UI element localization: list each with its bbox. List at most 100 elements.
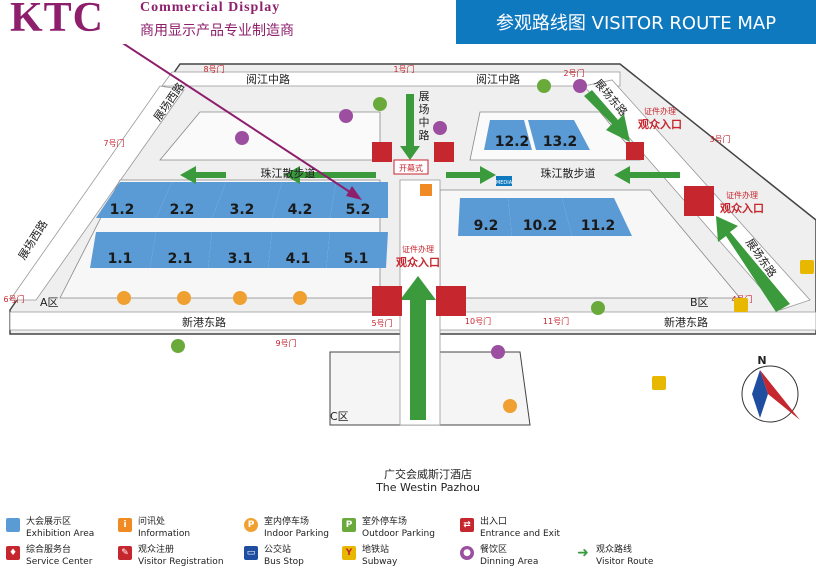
hall-tile[interactable] <box>150 232 212 268</box>
halls-b <box>458 120 632 236</box>
brand-name: KTC <box>10 0 105 41</box>
dining-area-icon: ● <box>460 546 474 560</box>
hall-tile[interactable] <box>326 232 388 268</box>
hall-label: 2.1 <box>168 251 193 267</box>
hall-label: 2.2 <box>170 202 195 218</box>
road-label: 阅江中路 <box>476 73 520 86</box>
hall-label: 11.2 <box>581 218 616 234</box>
entrance-reg-label: 证件办理 <box>644 106 676 116</box>
route-arrow-north <box>400 94 420 160</box>
indoor-parking-icon[interactable] <box>117 291 517 413</box>
gate-label: 6号门 <box>3 294 24 304</box>
gate-label: 10号门 <box>465 316 491 326</box>
hall-tile[interactable] <box>458 198 512 236</box>
entrance-exit-icon[interactable] <box>434 142 454 162</box>
gate-label: 8号门 <box>203 64 224 74</box>
entrance-exit-icon[interactable] <box>372 286 402 316</box>
road-label: 展 <box>419 90 430 103</box>
outdoor-parking-icon: P <box>342 518 356 532</box>
hall-tile[interactable] <box>156 182 226 218</box>
visitor-route <box>180 90 790 420</box>
entrance-exit-icon[interactable] <box>436 286 466 316</box>
hall-label: 13.2 <box>543 134 578 150</box>
hall-tile[interactable] <box>208 232 272 268</box>
road-label: 路 <box>419 129 430 142</box>
hotel-label: 广交会威斯汀酒店 The Westin Pazhou <box>368 468 488 494</box>
road-label: 珠江散步道 <box>541 166 596 180</box>
hall-label: 3.1 <box>228 251 253 267</box>
media-label: MEDIA <box>496 180 513 186</box>
hall-tile[interactable] <box>272 182 336 218</box>
entrance-exit-icon: ⇄ <box>460 518 474 532</box>
hotel-name-cn: 广交会威斯汀酒店 <box>384 468 472 481</box>
road-west <box>9 85 185 301</box>
hall-block-north <box>159 111 381 161</box>
gate-label: 9号门 <box>275 338 296 348</box>
hall-label: 5.2 <box>346 202 371 218</box>
road-label: 新港东路 <box>182 315 226 329</box>
road-label: 阅江中路 <box>246 73 290 86</box>
venue-map: 1.2 2.2 3.2 4.2 5.2 1.1 2.1 3.1 4.1 5.1 … <box>3 44 816 444</box>
halls-a-lower <box>90 232 388 268</box>
entrance-main-label[interactable]: 观众入口 <box>396 255 440 269</box>
route-arrow-main <box>400 276 436 420</box>
entrance-main-label[interactable]: 观众入口 <box>638 117 682 131</box>
hall-tile[interactable] <box>268 232 330 268</box>
route-arrow-ne-road <box>584 90 630 142</box>
hall-tile[interactable] <box>330 182 388 218</box>
visitor-registration-icon: ✎ <box>118 546 132 560</box>
subway-icon: Y <box>342 546 356 560</box>
exhibition-area-icon <box>6 518 20 532</box>
compass: N <box>741 354 800 423</box>
route-arrow-zj-left <box>284 166 376 184</box>
subway-icon[interactable] <box>652 260 814 390</box>
entrance-reg-label: 证件办理 <box>402 244 434 254</box>
media-box <box>496 176 512 186</box>
hall-tile[interactable] <box>90 232 156 268</box>
hall-tile[interactable] <box>528 120 590 150</box>
information-icon: i <box>118 518 132 532</box>
hall-label: 1.1 <box>108 251 133 267</box>
entrance-exit-icon[interactable] <box>684 186 714 216</box>
opening-ceremony-box <box>393 159 429 175</box>
hall-tile[interactable] <box>212 182 282 218</box>
hall-tile[interactable] <box>508 198 572 236</box>
hall-label: 5.1 <box>344 251 369 267</box>
gate-label: 3号门 <box>709 134 730 144</box>
entrance-main-label[interactable]: 观众入口 <box>720 201 764 215</box>
entrance-exit-icon[interactable] <box>372 142 392 162</box>
service-center-icon: ♦ <box>6 546 20 560</box>
gate-label: 1号门 <box>393 64 414 74</box>
hall-tile[interactable] <box>484 120 532 150</box>
dining-area-icon[interactable] <box>235 79 587 359</box>
hall-tile[interactable] <box>96 182 172 218</box>
brand-pointer-head <box>346 186 362 200</box>
indoor-parking-icon: P <box>244 518 258 532</box>
visitor-route-icon: ➜ <box>577 545 589 561</box>
hall-label: 1.2 <box>110 202 135 218</box>
entrance-exit-icon[interactable] <box>626 142 644 160</box>
outdoor-parking-icon[interactable] <box>171 79 605 444</box>
information-icon[interactable] <box>420 184 432 196</box>
gate-label: 7号门 <box>103 138 124 148</box>
gate-label: 11号门 <box>543 316 569 326</box>
hall-tile[interactable] <box>562 198 632 236</box>
road-label: 珠江散步道 <box>261 166 316 180</box>
compass-north-label: N <box>757 354 766 367</box>
route-arrow-east <box>716 216 790 312</box>
road-label: 场 <box>419 102 430 116</box>
zone-label: B区 <box>690 296 709 309</box>
hall-label: 4.2 <box>288 202 313 218</box>
hall-label: 10.2 <box>523 218 558 234</box>
bus-stop-icon: ▭ <box>244 546 258 560</box>
road-yuejiang <box>161 71 621 87</box>
